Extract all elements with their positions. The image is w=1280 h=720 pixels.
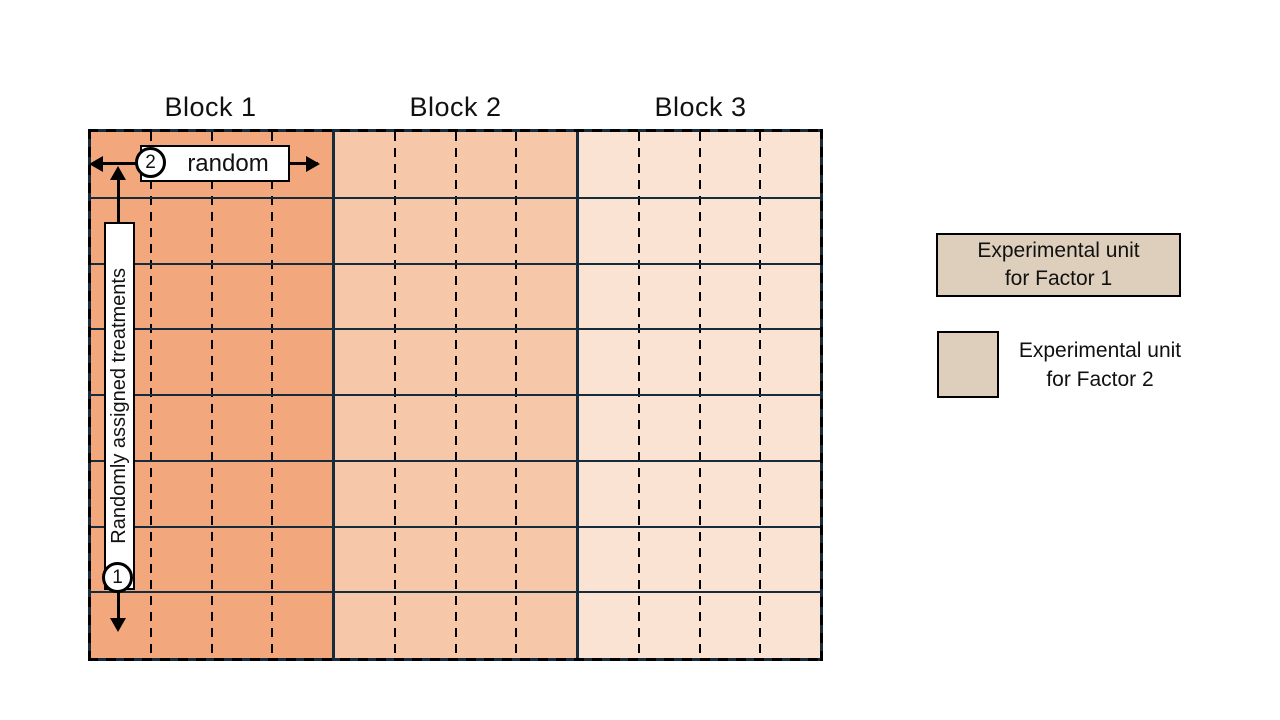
block-1-title: Block 1 [164,92,257,122]
legend-factor1-line2: for Factor 1 [1004,267,1113,290]
column-divider-dashed-line [150,132,153,658]
legend-factor2-line2: for Factor 2 [1046,368,1154,391]
randomly-assigned-treatments-box: Randomly assigned treatments [104,222,135,590]
legend-factor1-swatch-box: Experimental unit for Factor 1 [936,233,1181,297]
random-label: random [187,149,269,177]
column-divider-dashed-line [394,132,397,658]
arrowhead-left-icon [89,155,103,172]
step-1-circle: 1 [102,562,133,593]
step-1-number: 1 [112,566,123,588]
grid-edge-dashed-line [820,129,823,661]
grid-edge-dashed-line [88,658,823,661]
legend-factor2-line1: Experimental unit [1018,339,1182,362]
randomly-assigned-treatments-label: Randomly assigned treatments [108,268,130,544]
column-divider-dashed-line [638,132,641,658]
column-divider-dashed-line [454,132,457,658]
block-3-title: Block 3 [654,92,747,122]
legend-factor1-line1: Experimental unit [977,239,1140,262]
block-3-area [576,132,820,658]
block-2-title: Block 2 [409,92,502,122]
column-divider-dashed-line [270,132,273,658]
step-2-number: 2 [145,151,156,173]
legend-factor2-label: Experimental unit for Factor 2 [1002,336,1198,394]
arrowhead-down-icon [110,618,126,632]
step-2-circle: 2 [135,147,166,178]
column-divider-dashed-line [210,132,213,658]
column-divider-dashed-line [698,132,701,658]
block-2-area [332,132,576,658]
arrowhead-right-icon [306,155,320,172]
column-divider-dashed-line [758,132,761,658]
arrowhead-up-icon [110,166,126,180]
column-divider-dashed-line [514,132,517,658]
design-grid [88,129,823,661]
legend-factor2-swatch [937,331,999,398]
